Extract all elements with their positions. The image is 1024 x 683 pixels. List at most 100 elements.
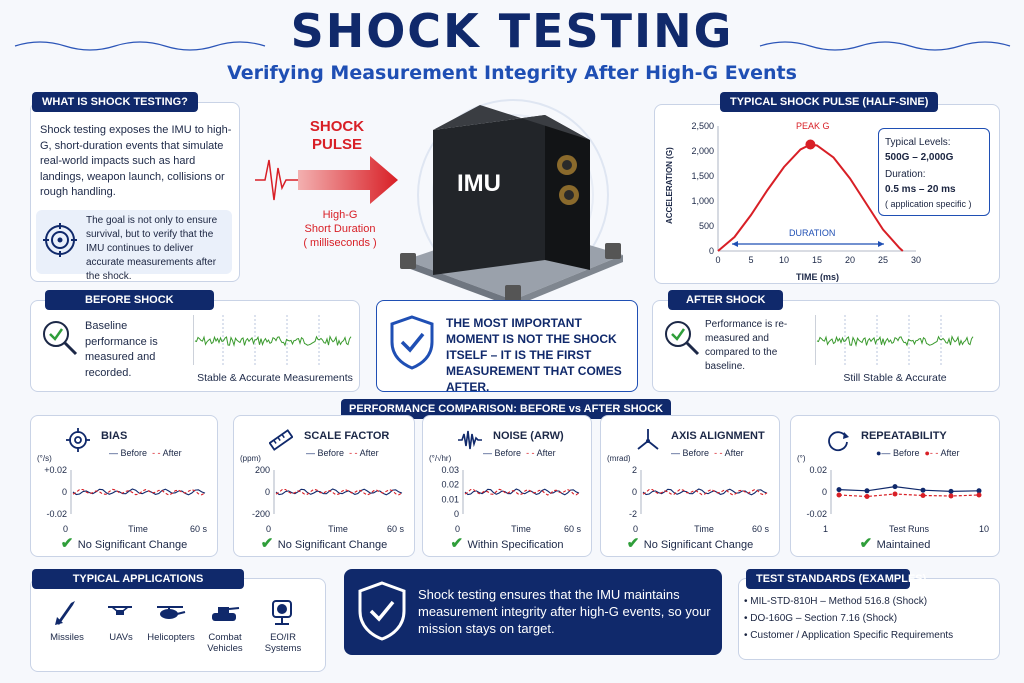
y-tick-label: 0.02 [441,480,459,490]
pulse-y-tick: 2,500 [691,121,714,131]
x-tick-start: 1 [823,524,828,534]
panel-status: ✔ No Significant Change [60,535,188,552]
y-tick-label: 0.01 [441,494,459,504]
check-icon: ✔ [450,535,464,552]
what-title: WHAT IS SHOCK TESTING? [32,92,198,112]
target-icon [43,223,77,257]
pulse-x-tick: 5 [748,255,753,265]
standard-item: • DO-160G – Section 7.16 (Shock) [744,613,898,624]
panel-status: ✔ No Significant Change [626,535,754,552]
standard-item: • Customer / Application Specific Requir… [744,630,954,641]
moment-card [376,300,638,392]
missile-icon [55,601,75,625]
panel-title: AXIS ALIGNMENT [671,430,765,442]
x-tick-end: 60 s [564,524,582,534]
panel-unit: (ppm) [240,454,261,463]
before-series [464,488,580,496]
panel-status: ✔ No Significant Change [260,535,388,552]
app-item: Combat Vehicles [198,597,252,654]
bias-icon [66,428,90,452]
imu-label: IMU [457,170,501,197]
after-series [72,488,206,496]
panel-status: ✔ Within Specification [450,535,564,552]
pulse-x-tick: 30 [911,255,921,265]
pulse-ylabel: ACCELERATION (G) [665,147,674,224]
panel-title: NOISE (ARW) [493,430,564,442]
repeat-icon [828,431,849,452]
eoir-camera-icon [272,600,292,625]
y-tick-label: 0 [632,487,637,497]
imu-device-image [400,99,623,300]
panel-legend: — Before - - After [306,448,379,458]
pulse-xlabel: TIME (ms) [796,272,839,282]
after-caption: Still Stable & Accurate [843,372,947,384]
standards-title: TEST STANDARDS (EXAMPLES) [746,569,926,589]
after-series [464,488,580,496]
panel-unit: (°/s) [37,454,52,463]
summary-banner [344,569,722,655]
summary-text: Shock testing ensures that the IMU maint… [418,587,711,636]
goal-text: The goal is not only to ensure survival,… [86,215,218,282]
panel-status: ✔ Maintained [859,535,931,552]
y-tick-label: 0 [454,509,459,519]
x-axis-label: Time [328,524,348,534]
y-tick-label: +0.02 [44,465,67,475]
after-card [652,300,1000,392]
x-tick-start: 0 [266,524,271,534]
x-tick-end: 60 s [387,524,405,534]
duration-label: DURATION [789,228,835,238]
helicopter-icon [157,606,186,619]
x-tick-end: 60 s [752,524,770,534]
before-point [976,488,982,494]
x-tick-start: 0 [63,524,68,534]
before-signal [193,315,352,365]
wave-decoration [14,41,1011,51]
before-caption: Stable & Accurate Measurements [197,372,353,384]
pulse-x-tick: 0 [715,255,720,265]
before-series [642,488,768,496]
standards-list: • MIL-STD-810H – Method 516.8 (Shock) • … [744,593,994,644]
after-series [275,488,403,496]
y-tick-label: -0.02 [46,509,67,519]
page-subtitle: Verifying Measurement Integrity After Hi… [227,62,797,84]
shield-check-icon [390,315,434,370]
y-tick-label: -200 [252,509,270,519]
pulse-x-tick: 20 [845,255,855,265]
before-text: Baseline performance is measured and rec… [85,320,158,379]
y-tick-label: -2 [629,509,637,519]
y-tick-label: 0 [822,487,827,497]
app-item: Helicopters [144,597,198,643]
standards-card [738,578,1000,660]
magnifier-check-icon [665,321,700,356]
peak-marker [805,139,816,150]
comparison-title: PERFORMANCE COMPARISON: BEFORE vs AFTER … [341,399,672,419]
after-point [864,494,870,499]
pulse-x-tick: 15 [812,255,822,265]
noise-wave-icon [458,430,482,450]
pulse-y-tick: 1,000 [691,196,714,206]
before-series [838,485,980,493]
pulse-y-tick: 0 [709,246,714,256]
x-tick-start: 0 [633,524,638,534]
apps-title: TYPICAL APPLICATIONS [32,569,244,589]
x-axis-label: Time [128,524,148,534]
pulse-chart: ACCELERATION (G) 2,5002,0001,5001,000500… [665,121,921,282]
panel-legend: ●— Before ●- - After [876,448,960,458]
x-tick-end: 10 [979,524,989,534]
app-item: Missiles [40,597,94,643]
levels-box: Typical Levels: 500G – 2,000G Duration: … [878,128,990,216]
after-point [920,493,926,498]
y-tick-label: 200 [255,465,270,475]
pulse-x-tick: 25 [878,255,888,265]
check-icon: ✔ [626,535,640,552]
